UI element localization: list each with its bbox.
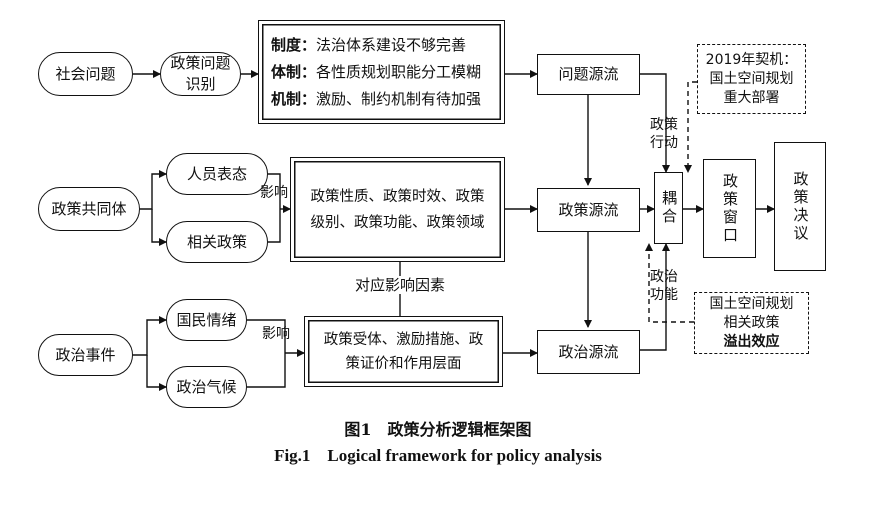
line-community-branch [140, 170, 167, 210]
policy-window-node: 政策窗口 [703, 159, 756, 258]
spillover-box: 国土空间规划 相关政策 溢出效应 [694, 292, 809, 354]
corresponding-factors-label: 对应影响因素 [340, 276, 460, 294]
policy-action-label: 政策 行动 [650, 117, 678, 151]
political-event-node: 政治事件 [38, 334, 133, 376]
policy-decision-node: 政策决议 [774, 142, 826, 271]
influence-label-1: 影响 [260, 185, 288, 201]
problem-institution: 制度：法治体系建设不够完善 [271, 35, 467, 54]
spillover-text: 国土空间规划 相关政策 [709, 295, 794, 331]
line-influence-1 [268, 173, 281, 243]
policy-targets-box: 政策受体、激励措施、政 策证价和作用层面 [304, 316, 503, 387]
problem-stream-node: 问题源流 [537, 54, 640, 95]
caption-chinese: 图1 政策分析逻辑框架图 [344, 420, 532, 439]
problem-mechanism: 机制：激励、制约机制有待加强 [271, 89, 482, 108]
line-event-branch [133, 316, 167, 356]
related-policy-node: 相关政策 [166, 221, 268, 263]
staff-statement-node: 人员表态 [166, 153, 268, 195]
policy-stream-node: 政策源流 [537, 188, 640, 232]
caption-english: Fig.1 Logical framework for policy analy… [274, 446, 602, 465]
national-mood-node: 国民情绪 [166, 299, 247, 341]
coupling-node: 耦合 [654, 172, 683, 244]
dashed-spillover-to-coupling [645, 243, 694, 323]
policy-identify-node: 政策问题 识别 [160, 52, 241, 96]
spillover-effect: 溢出效应 [723, 333, 780, 350]
problem-system: 体制：各性质规划职能分工模糊 [271, 62, 482, 81]
line-community-branch-2 [151, 209, 167, 246]
influence-label-2: 影响 [262, 326, 290, 342]
political-stream-node: 政治源流 [537, 330, 640, 374]
problems-box: 制度：法治体系建设不够完善 体制：各性质规划职能分工模糊 机制：激励、制约机制有… [258, 20, 505, 124]
line-event-branch-2 [146, 355, 167, 391]
social-problem-node: 社会问题 [38, 52, 133, 96]
policy-attrs-box: 政策性质、政策时效、政策 级别、政策功能、政策领域 [290, 157, 505, 262]
policy-community-node: 政策共同体 [38, 187, 140, 231]
dashed-opportunity-to-coupling [684, 81, 697, 173]
line-political-stream-to-coupling [640, 243, 670, 351]
line-problem-stream-to-coupling [640, 73, 670, 173]
political-function-label: 政治 功能 [650, 269, 678, 303]
political-climate-node: 政治气候 [166, 366, 247, 408]
opportunity-box: 2019年契机： 国土空间规划 重大部署 [697, 44, 806, 114]
